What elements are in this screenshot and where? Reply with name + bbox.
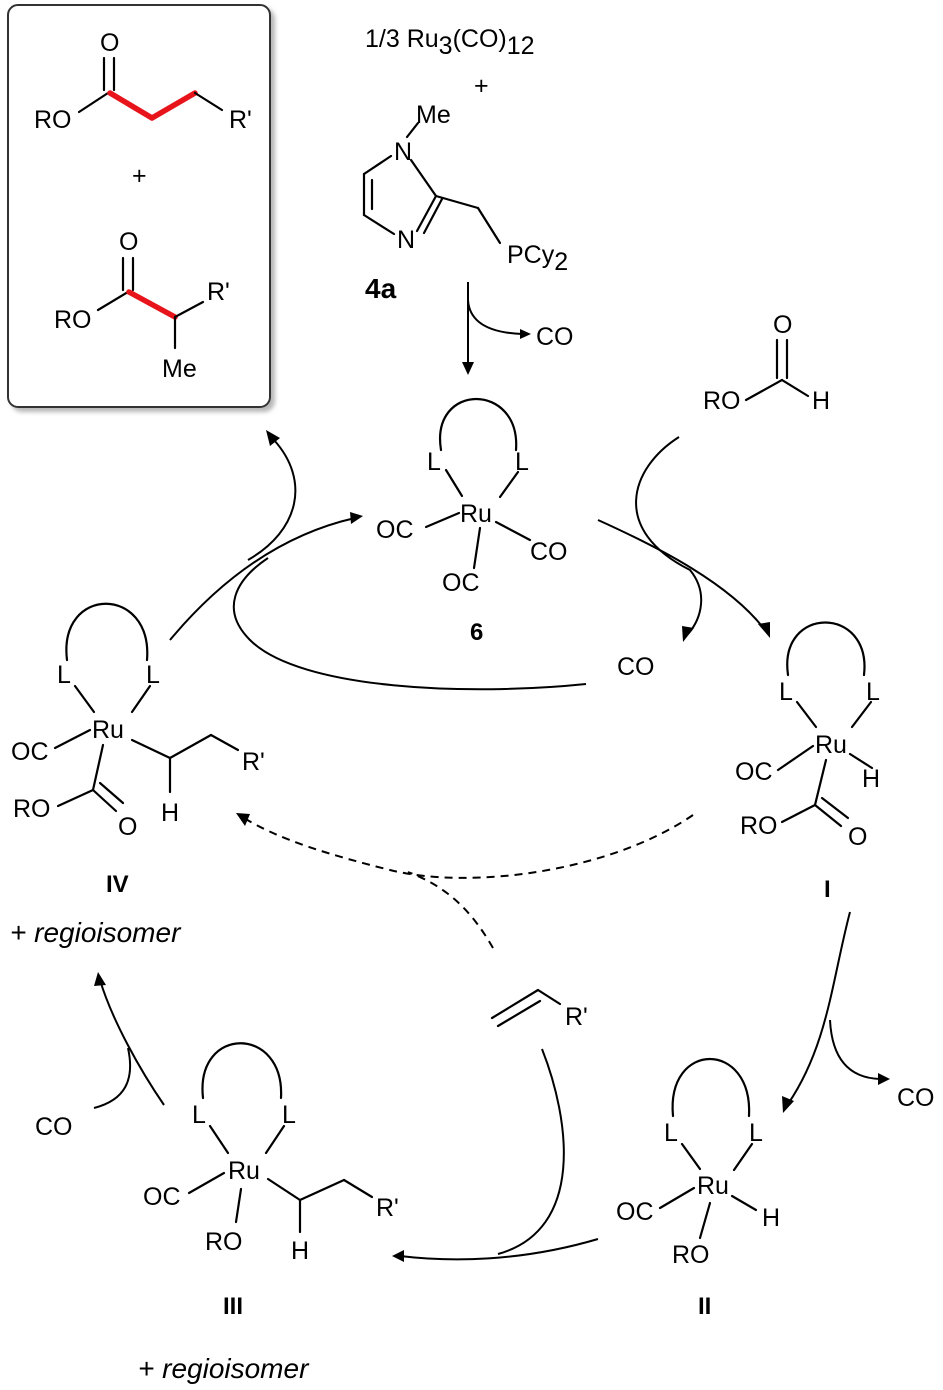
co-label: CO — [536, 323, 574, 351]
svg-text:Ru: Ru — [460, 500, 492, 528]
compound-number-4a: 4a — [365, 273, 397, 304]
arrow-to-intermediate-II: CO — [782, 911, 935, 1113]
dashed-direct-insertion-arrow — [236, 813, 694, 949]
svg-text:OC: OC — [376, 516, 414, 544]
svg-text:R': R' — [565, 1003, 588, 1031]
svg-text:RO: RO — [672, 1241, 710, 1269]
svg-text:H: H — [161, 799, 179, 827]
atom-label: RO — [54, 306, 92, 334]
svg-text:RO: RO — [703, 387, 741, 415]
regioisomer-note: + regioisomer — [10, 917, 182, 948]
compound-number-I: I — [824, 876, 831, 903]
co-label: CO — [897, 1084, 935, 1112]
svg-text:Ru: Ru — [92, 716, 124, 744]
svg-text:R': R' — [376, 1194, 399, 1222]
svg-text:L: L — [57, 661, 71, 689]
intermediate-II: L L Ru H OC RO II — [616, 1057, 780, 1320]
plus-sign: + — [132, 162, 147, 190]
arrow-co-loss-formation: CO — [462, 282, 574, 375]
svg-text:RO: RO — [13, 795, 51, 823]
svg-text:Ru: Ru — [228, 1157, 260, 1185]
compound-number-III: III — [223, 1293, 243, 1320]
svg-text:RO: RO — [205, 1228, 243, 1256]
svg-text:L: L — [427, 448, 441, 476]
atom-label: O — [100, 29, 119, 57]
svg-text:H: H — [812, 387, 830, 415]
svg-text:RO: RO — [740, 812, 778, 840]
svg-text:OC: OC — [11, 738, 49, 766]
atom-label: N — [397, 226, 415, 254]
arrow-co-recapture — [232, 557, 587, 691]
atom-label: RO — [34, 106, 72, 134]
arrow-to-intermediate-I: CO — [597, 436, 770, 681]
compound-number-IV: IV — [106, 871, 129, 898]
compound-number-6: 6 — [470, 619, 483, 646]
intermediate-IV: L L Ru R' H OC RO O IV + regioisomer — [10, 602, 265, 948]
plus-sign: + — [474, 72, 489, 100]
arrow-product-release — [247, 430, 297, 561]
formate-ester: O RO H — [703, 311, 830, 415]
atom-label: N — [394, 138, 412, 166]
co-label: CO — [617, 653, 655, 681]
arrow-to-intermediate-IV: CO — [35, 972, 165, 1141]
ligand-4a-structure: Me N N PCy2 4a — [362, 101, 568, 304]
complex-6: L L Ru OC CO OC 6 — [376, 397, 568, 646]
svg-text:O: O — [773, 311, 792, 339]
svg-text:L: L — [192, 1101, 206, 1129]
svg-text:H: H — [862, 765, 880, 793]
svg-text:OC: OC — [143, 1183, 181, 1211]
atom-label: R' — [207, 278, 230, 306]
svg-text:R': R' — [242, 748, 265, 776]
svg-text:L: L — [282, 1101, 296, 1129]
atom-label: Me — [416, 101, 451, 129]
svg-text:OC: OC — [735, 758, 773, 786]
svg-text:Ru: Ru — [815, 731, 847, 759]
svg-text:PCy2: PCy2 — [507, 241, 568, 276]
svg-text:Ru: Ru — [697, 1172, 729, 1200]
svg-text:H: H — [762, 1204, 780, 1232]
svg-text:L: L — [779, 678, 793, 706]
svg-text:O: O — [848, 823, 867, 851]
linear-ester-product: O RO R' — [34, 29, 252, 134]
compound-number-II: II — [698, 1293, 711, 1320]
co-label: CO — [35, 1113, 73, 1141]
intermediate-III: L L Ru R' H OC RO III + regioisomer — [138, 1042, 399, 1384]
reagent-ru3co12: 1/3 Ru3(CO)12 — [365, 25, 535, 60]
svg-text:L: L — [749, 1119, 763, 1147]
regioisomer-note: + regioisomer — [138, 1353, 310, 1384]
arrow-to-intermediate-III — [392, 1048, 599, 1262]
intermediate-I: L L Ru H OC RO O I — [735, 621, 880, 903]
branched-ester-product: O RO R' Me — [54, 228, 230, 383]
svg-text:L: L — [866, 678, 880, 706]
atom-label: R' — [229, 106, 252, 134]
svg-text:OC: OC — [442, 569, 480, 597]
svg-text:O: O — [118, 813, 137, 841]
svg-text:L: L — [146, 661, 160, 689]
svg-text:CO: CO — [530, 538, 568, 566]
atom-label: Me — [162, 355, 197, 383]
svg-text:H: H — [291, 1237, 309, 1265]
alkene-substrate: R' — [490, 988, 588, 1031]
arrow-regeneration — [169, 512, 363, 641]
products-box: O RO R' + O RO R' Me — [7, 4, 271, 408]
svg-text:L: L — [664, 1119, 678, 1147]
atom-label: O — [119, 228, 138, 256]
svg-text:1/3 Ru3(CO)12: 1/3 Ru3(CO)12 — [365, 25, 535, 60]
svg-text:OC: OC — [616, 1198, 654, 1226]
svg-text:L: L — [515, 448, 529, 476]
